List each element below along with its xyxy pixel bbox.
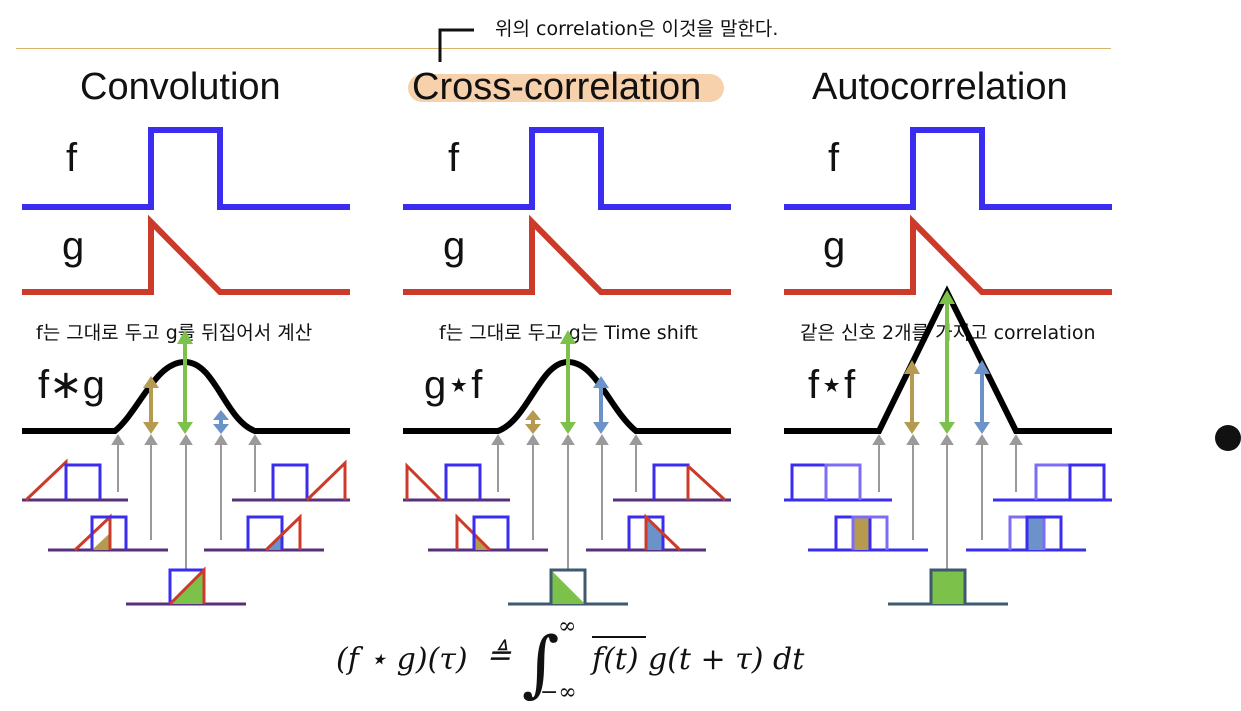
- g-label-cross: g: [443, 224, 466, 268]
- g-signal-cross: [403, 214, 731, 295]
- convolution-caption: f는 그대로 두고 g를 뒤집어서 계산: [36, 322, 313, 344]
- f-signal-auto: [784, 127, 1112, 210]
- cross-arrows: [525, 330, 609, 434]
- g-label-convolution: g: [62, 224, 85, 268]
- convolution-arrows: [143, 330, 229, 434]
- black-dot: [1215, 425, 1241, 451]
- convolution-title: Convolution: [80, 66, 281, 108]
- formula-lhs: (f ⋆ g)(τ): [336, 642, 468, 677]
- autocorrelation-title: Autocorrelation: [812, 66, 1068, 108]
- annotation-text: 위의 correlation은 이것을 말한다.: [495, 18, 779, 40]
- f-signal-convolution: [22, 127, 350, 210]
- result-label-convolution: f∗g: [38, 363, 105, 407]
- header-rule: [16, 48, 1111, 49]
- f-label-auto: f: [828, 136, 840, 180]
- formula-rest: g(t + τ) dt: [648, 642, 805, 677]
- g-signal-convolution: [22, 214, 350, 295]
- result-label-cross: g⋆f: [424, 363, 483, 407]
- title-highlight: [408, 74, 724, 102]
- g-label-auto: g: [823, 224, 846, 268]
- formula-upper: ∞: [558, 614, 577, 639]
- formula-conj: f(t): [592, 642, 639, 677]
- formula-eq: ≜: [486, 638, 512, 673]
- annotation-bracket: [438, 28, 474, 62]
- cross-correlation-title: Cross-correlation: [412, 66, 702, 108]
- result-label-auto: f⋆f: [808, 363, 856, 407]
- formula-lower: −∞: [540, 680, 577, 705]
- f-label-cross: f: [448, 136, 460, 180]
- auto-arrows: [904, 290, 990, 434]
- g-signal-auto: [784, 214, 1112, 295]
- f-label-convolution: f: [66, 136, 78, 180]
- f-signal-cross: [403, 127, 731, 210]
- integral-sign: ∫: [522, 621, 560, 705]
